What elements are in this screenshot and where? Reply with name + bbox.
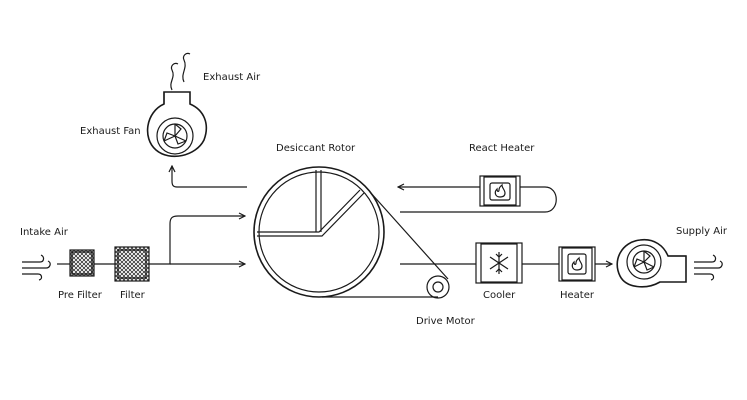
supply-fan — [616, 238, 687, 288]
supply-air-label: Supply Air — [676, 226, 728, 237]
drive-motor-label: Drive Motor — [416, 316, 476, 327]
wind-icon — [694, 254, 723, 281]
intake-upper-duct — [149, 216, 245, 265]
exhaust-fan — [146, 91, 208, 158]
exhaust-duct — [172, 166, 247, 188]
fan-icon — [162, 123, 188, 149]
react-supply-duct — [400, 186, 557, 213]
steam-icon — [170, 52, 191, 91]
desiccant-rotor — [253, 166, 385, 298]
flame-icon — [489, 182, 511, 201]
fan-icon — [632, 250, 656, 274]
cooler — [475, 242, 523, 284]
heater — [558, 246, 596, 282]
filter-label: Filter — [120, 290, 146, 301]
wind-icon — [22, 254, 51, 281]
pre-filter — [69, 249, 95, 277]
exhaust-fan-label: Exhaust Fan — [80, 126, 141, 137]
snowflake-icon — [489, 252, 509, 274]
drive-motor — [322, 191, 450, 299]
flame-icon — [567, 253, 587, 275]
react-heater-label: React Heater — [469, 143, 535, 154]
exhaust-air-label: Exhaust Air — [203, 72, 261, 83]
filter — [114, 246, 150, 282]
desiccant-rotor-label: Desiccant Rotor — [276, 143, 356, 154]
react-heater — [479, 175, 521, 207]
heater-label: Heater — [560, 290, 595, 301]
pre-filter-label: Pre Filter — [58, 290, 103, 301]
cooler-label: Cooler — [483, 290, 516, 301]
intake-air-label: Intake Air — [20, 227, 69, 238]
